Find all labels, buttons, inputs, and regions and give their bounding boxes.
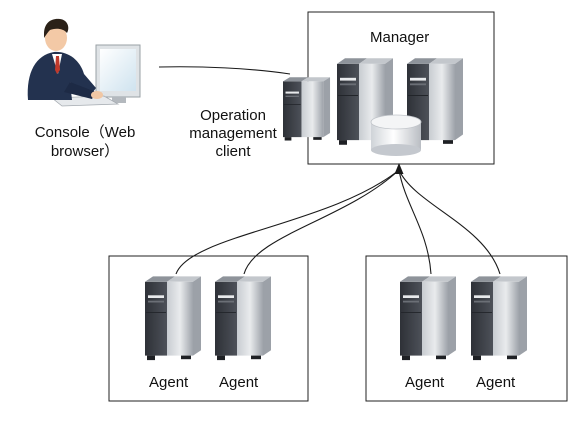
agent-group-box-right [365, 255, 568, 402]
agent-label-3: Agent [405, 374, 445, 391]
manager-label: Manager [370, 29, 430, 46]
operation-client-label-line1: Operation [200, 107, 266, 124]
connector-agent1 [175, 169, 400, 275]
agent-label-4: Agent [476, 374, 516, 391]
console-label-line1: Console（Web [34, 124, 136, 141]
agent-server-icon-4 [470, 275, 528, 361]
agent-label-1: Agent [149, 374, 189, 391]
operation-client-label-line2: management [189, 125, 277, 142]
operation-client-server-icon [282, 76, 331, 141]
agent-group-box-left [108, 255, 309, 402]
database-icon [370, 114, 422, 156]
agent-server-icon-1 [144, 275, 202, 361]
operation-client-label-line3: client [215, 143, 251, 160]
connector-agent3 [398, 169, 432, 275]
console-person-icon [27, 18, 141, 107]
connector-console-to-client [158, 66, 291, 75]
console-label-line2: browser） [50, 143, 120, 160]
connector-agent2 [243, 169, 400, 275]
agent-label-2: Agent [219, 374, 259, 391]
connector-agent4 [398, 169, 501, 275]
agent-server-icon-2 [214, 275, 272, 361]
agent-server-icon-3 [399, 275, 457, 361]
arrowhead-manager [394, 163, 404, 174]
